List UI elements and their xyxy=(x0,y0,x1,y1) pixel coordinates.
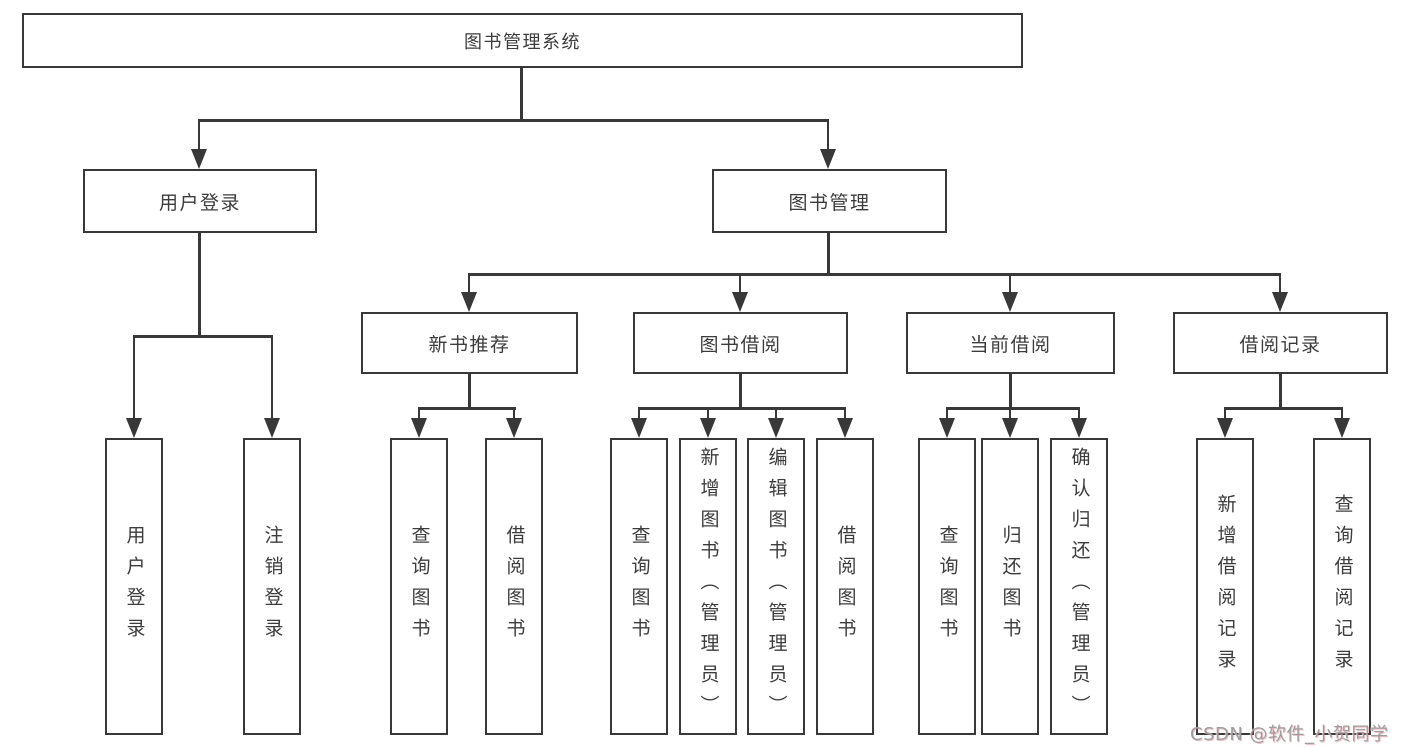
leaf-return-book-label: 归还图书 xyxy=(999,524,1022,649)
node-borrow-records: 借阅记录 xyxy=(1173,312,1388,374)
arrow-to-leaf-edit-book xyxy=(769,407,783,438)
leaf-query-books-3-label: 查询图书 xyxy=(936,524,959,649)
leaf-borrow-books-1: 借阅图书 xyxy=(485,438,543,735)
node-user-login: 用户登录 xyxy=(83,169,317,233)
connector-current-borrow-rail xyxy=(946,407,1080,410)
connector-borrow-records-rail xyxy=(1224,407,1343,410)
node-book-management: 图书管理 xyxy=(712,169,947,233)
connector-new-book-recommend-trunk xyxy=(468,373,471,409)
arrow-to-leaf-borrow-books-2 xyxy=(838,407,852,438)
leaf-add-borrow-record-label: 新增借阅记录 xyxy=(1214,493,1237,680)
node-current-borrow: 当前借阅 xyxy=(906,312,1115,374)
connector-book-borrow-trunk xyxy=(739,373,742,409)
node-library-management-system: 图书管理系统 xyxy=(22,13,1023,68)
node-new-book-recommend: 新书推荐 xyxy=(361,312,578,374)
arrow-to-leaf-query-books-1 xyxy=(412,407,426,438)
leaf-query-books-1: 查询图书 xyxy=(390,438,448,735)
leaf-borrow-books-1-label: 借阅图书 xyxy=(503,524,526,649)
leaf-borrow-books-2: 借阅图书 xyxy=(816,438,874,735)
leaf-add-book-admin-label: 新增图书（管理员） xyxy=(697,447,720,726)
arrow-to-leaf-return-book xyxy=(1003,407,1017,438)
arrow-to-leaf-query-books-2 xyxy=(632,407,646,438)
leaf-add-borrow-record: 新增借阅记录 xyxy=(1196,438,1254,735)
arrow-to-leaf-confirm-return xyxy=(1072,407,1086,438)
leaf-query-borrow-record-label: 查询借阅记录 xyxy=(1331,493,1354,680)
arrow-to-book-borrow xyxy=(733,273,747,312)
leaf-query-books-2-label: 查询图书 xyxy=(628,524,651,649)
csdn-watermark: CSDN @软件_小贺同学 xyxy=(1190,724,1389,745)
arrow-to-leaf-query-borrow-record xyxy=(1335,407,1349,438)
arrow-to-borrow-records xyxy=(1273,273,1287,312)
connector-level2-rail xyxy=(468,273,1281,276)
connector-new-book-recommend-rail xyxy=(418,407,516,410)
node-book-borrow: 图书借阅 xyxy=(633,312,848,374)
connector-level1-rail xyxy=(198,119,829,122)
leaf-logout: 注销登录 xyxy=(243,438,301,735)
leaf-confirm-return-admin: 确认归还（管理员） xyxy=(1050,438,1108,735)
leaf-edit-book-admin-label: 编辑图书（管理员） xyxy=(765,447,788,726)
arrow-to-new-book-recommend xyxy=(462,273,476,312)
leaf-query-books-1-label: 查询图书 xyxy=(408,524,431,649)
connector-borrow-records-trunk xyxy=(1279,373,1282,409)
leaf-borrow-books-2-label: 借阅图书 xyxy=(834,524,857,649)
connector-user-login-rail xyxy=(133,335,273,338)
arrow-to-book-management xyxy=(821,119,835,169)
arrow-to-leaf-add-borrow-record xyxy=(1218,407,1232,438)
leaf-confirm-return-admin-label: 确认归还（管理员） xyxy=(1068,447,1091,726)
arrow-to-leaf-add-book xyxy=(701,407,715,438)
leaf-user-login: 用户登录 xyxy=(105,438,163,735)
connector-book-borrow-rail xyxy=(638,407,846,410)
connector-book-management-trunk xyxy=(827,232,830,275)
arrow-to-user-login xyxy=(192,119,206,169)
arrow-to-leaf-borrow-books-1 xyxy=(507,407,521,438)
leaf-return-book: 归还图书 xyxy=(981,438,1039,735)
connector-root-trunk xyxy=(520,67,523,121)
leaf-user-login-label: 用户登录 xyxy=(123,524,146,649)
leaf-add-book-admin: 新增图书（管理员） xyxy=(679,438,737,735)
arrow-to-leaf-query-books-3 xyxy=(940,407,954,438)
arrow-to-leaf-logout xyxy=(265,335,279,438)
arrow-to-current-borrow xyxy=(1003,273,1017,312)
leaf-query-borrow-record: 查询借阅记录 xyxy=(1313,438,1371,735)
leaf-edit-book-admin: 编辑图书（管理员） xyxy=(747,438,805,735)
connector-user-login-trunk xyxy=(198,232,201,337)
leaf-query-books-3: 查询图书 xyxy=(918,438,976,735)
arrow-to-leaf-user-login xyxy=(127,335,141,438)
leaf-logout-label: 注销登录 xyxy=(261,524,284,649)
connector-current-borrow-trunk xyxy=(1009,373,1012,409)
leaf-query-books-2: 查询图书 xyxy=(610,438,668,735)
